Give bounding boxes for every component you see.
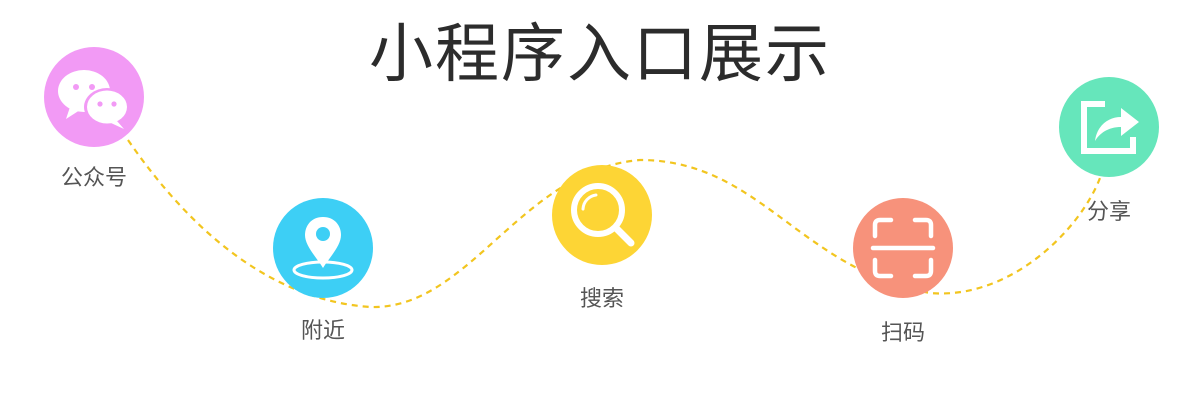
search-icon [571,183,635,247]
entry-label: 公众号 [60,166,127,191]
entry-label: 附近 [300,319,345,344]
entry-scan[interactable] [853,198,953,298]
scan-icon [870,217,936,279]
share-icon [1081,101,1139,154]
entry-label: 搜索 [579,287,624,312]
entry-nearby[interactable] [273,198,373,298]
entry-share[interactable] [1059,77,1159,177]
entry-search[interactable] [552,165,652,265]
location-pin-icon [292,217,354,280]
entry-label: 扫码 [880,321,925,346]
wechat-chat-icon [58,70,130,129]
entry-wechat-official[interactable] [44,47,144,147]
entry-label: 分享 [1086,200,1131,225]
page-title: 小程序入口展示 [369,18,831,92]
